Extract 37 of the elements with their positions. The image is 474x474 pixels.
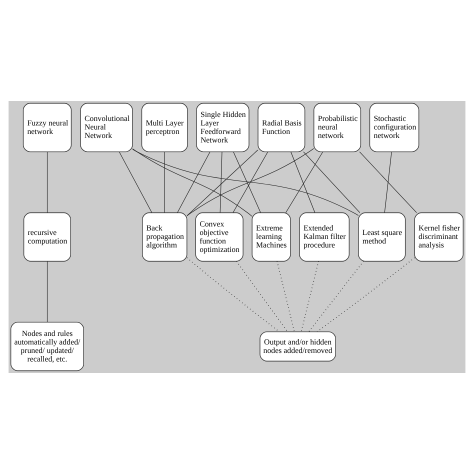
connector <box>186 150 258 216</box>
connector <box>186 257 280 332</box>
node-box: Back propagation algorithm <box>142 212 188 262</box>
node-box: Probabilistic neural network <box>314 102 362 152</box>
connector <box>384 152 392 213</box>
node-box: Fuzzy neural network <box>22 102 72 152</box>
node-box: Multi Layer perceptron <box>141 102 188 152</box>
node-box: Stochastic configuration network <box>369 102 420 152</box>
connector <box>220 152 222 213</box>
node-box: Radial Basis Function <box>258 102 306 152</box>
node-box: Output and/or hidden nodes added/removed <box>260 331 336 362</box>
node-box: Kernel fisher discriminant analysis <box>414 212 464 262</box>
connector <box>359 152 417 213</box>
connector <box>233 152 261 213</box>
connector <box>132 148 252 217</box>
connector <box>164 152 165 213</box>
connector <box>290 152 316 213</box>
connector <box>46 152 48 213</box>
node-box: Convex objective function optimization <box>195 212 244 262</box>
node-box: Single Hidden Layer Feedforward Network <box>196 102 250 152</box>
connector <box>285 152 324 213</box>
connector <box>186 148 314 216</box>
connector <box>303 152 360 213</box>
node-box: recursive computation <box>24 212 71 262</box>
node-box: Convolutional Neural Network <box>80 102 133 152</box>
connector <box>316 257 416 332</box>
connector <box>308 260 364 332</box>
node-box: Least square method <box>358 212 406 262</box>
connector <box>232 152 268 213</box>
connector <box>236 260 288 332</box>
node-box: Extended Kalman filter procedure <box>299 212 350 262</box>
node-box: Nodes and rules automatically added/ pruned/ updated/ recalled, etc. <box>10 322 84 372</box>
connector <box>118 152 152 213</box>
node-box: Extreme learning Machines <box>252 212 291 262</box>
connector <box>132 149 359 216</box>
connector <box>46 261 48 322</box>
connector <box>177 152 210 213</box>
